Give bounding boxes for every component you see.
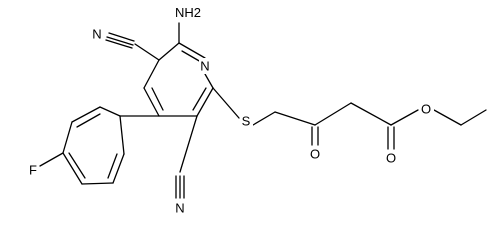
fluorophenyl-ring (39, 106, 160, 185)
ketone-oxygen-label: O (310, 147, 320, 162)
cyano-top-nitrogen-label: N (92, 27, 101, 42)
chemical-structure: NH2 N N N S O O O F (29, 5, 487, 216)
ring-nitrogen-label: N (200, 59, 209, 74)
ester-carbonyl-oxygen-label: O (386, 151, 396, 166)
fluorine-label: F (29, 163, 37, 178)
cyano-bottom-nitrogen-label: N (175, 201, 184, 216)
sulfur-label: S (242, 114, 251, 129)
cyano-bottom (175, 115, 198, 199)
amino-label: NH2 (175, 5, 201, 20)
pyridine-ring (143, 42, 214, 117)
cyano-top (105, 32, 160, 61)
side-chain (212, 87, 487, 150)
ester-oxygen-label: O (421, 102, 431, 117)
